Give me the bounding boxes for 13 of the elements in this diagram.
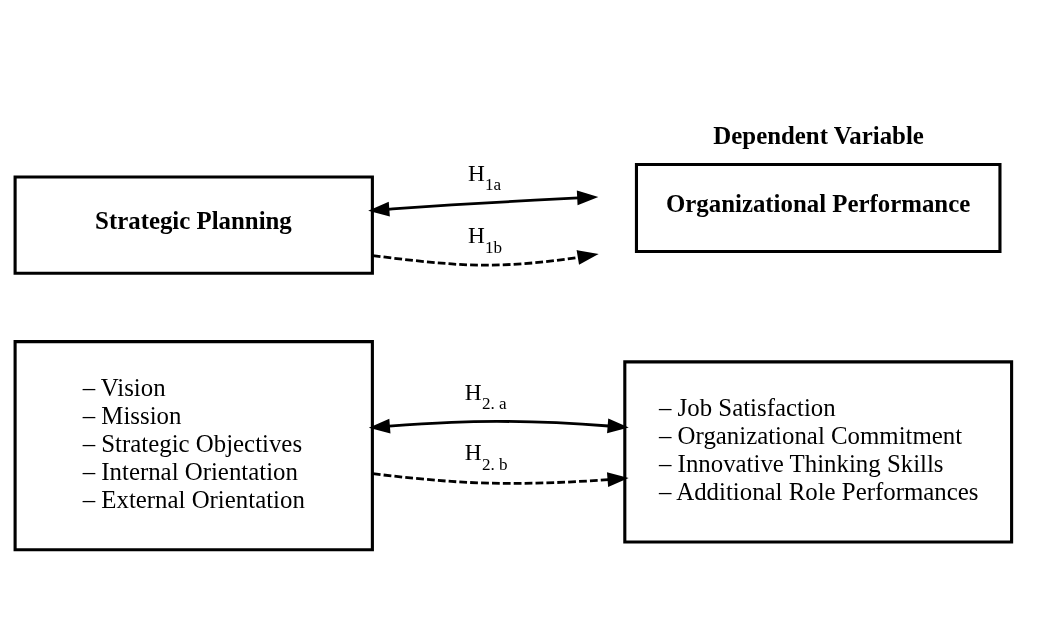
arrow: [372, 250, 599, 267]
edge-label: H$_{1a}$: [467, 159, 502, 195]
edge-label: H$_{2. a}$: [464, 378, 507, 414]
node-label: Dependent Variable: [713, 122, 924, 150]
node-box: Organizational Performance: [634, 163, 1002, 254]
edge-label: H$_{1b}$: [467, 221, 503, 257]
edge-label: H$_{2. b}$: [464, 439, 508, 474]
node-box: – Job Satisfaction – Organizational Commitment – Innovative Thinking Skills – Additional Role Performances: [623, 360, 1014, 544]
arrow: [368, 190, 599, 217]
arrow: [368, 418, 629, 434]
node-box: – Vision – Mission – Strategic Objectives – Internal Orientation – External Orientation: [13, 340, 374, 552]
arrow: [372, 472, 629, 488]
node-box: Strategic Planning: [13, 175, 374, 275]
